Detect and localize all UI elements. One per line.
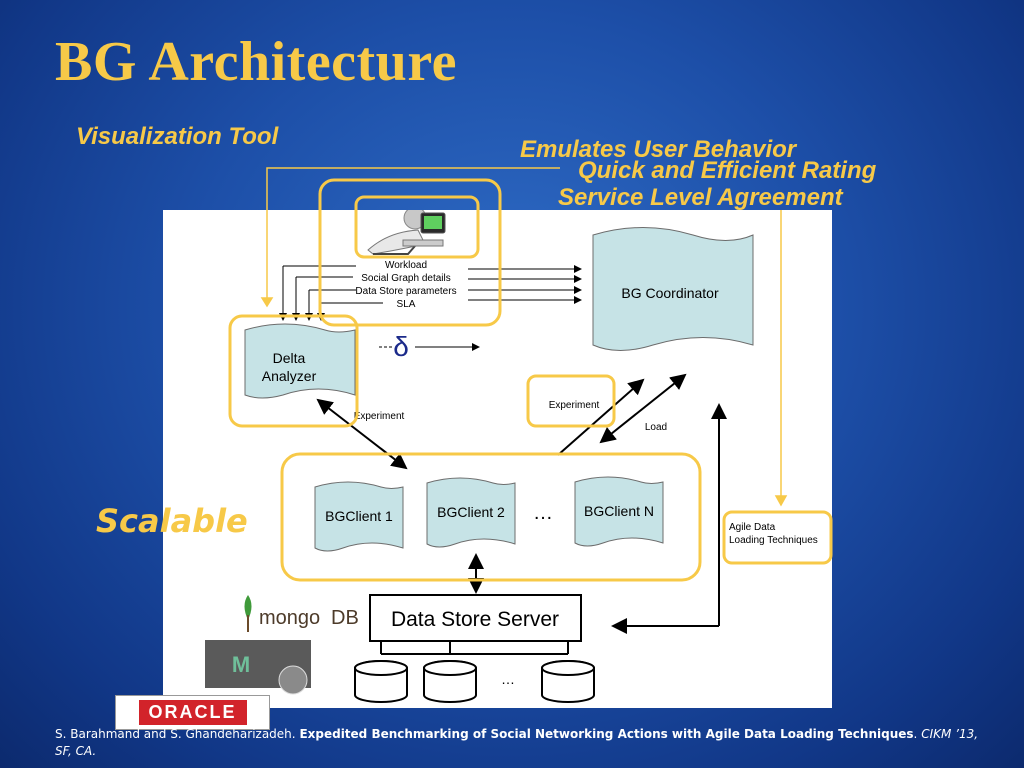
- annotation-emulates-user-behavior: Emulates User Behavior: [520, 136, 797, 163]
- slide-title: BG Architecture: [55, 31, 458, 93]
- bg-client-n-label: BGClient N: [584, 503, 654, 519]
- architecture-diagram-svg: Workload Social Graph details Data Store…: [205, 206, 818, 703]
- load-label: Load: [645, 422, 667, 433]
- oracle-logo: ORACLE: [115, 695, 270, 730]
- citation: S. Barahmand and S. Ghandeharizadeh. Exp…: [55, 727, 979, 758]
- storage-ellipsis: …: [501, 671, 515, 687]
- data-store-server-label: Data Store Server: [391, 608, 559, 631]
- agile-data-line1: Agile Data: [729, 522, 776, 533]
- input-data-store-params: Data Store parameters: [355, 286, 456, 297]
- bg-client-2: BGClient 2: [426, 477, 516, 548]
- agile-data-line2: Loading Techniques: [729, 535, 818, 546]
- user-computer-icon: [367, 206, 446, 255]
- bg-client-1: BGClient 1: [314, 481, 404, 552]
- bg-client-2-label: BGClient 2: [437, 504, 505, 520]
- clients-ellipsis: …: [533, 502, 553, 524]
- delta-symbol: δ: [393, 331, 409, 362]
- input-sla: SLA: [397, 299, 416, 310]
- memcached-logo: M: [205, 640, 311, 695]
- citation-paper-title: Expedited Benchmarking of Social Network…: [299, 727, 914, 741]
- bg-coordinator-label: BG Coordinator: [621, 285, 719, 301]
- mongodb-logo: mongo DB: [244, 595, 359, 632]
- citation-authors: S. Barahmand and S. Ghandeharizadeh.: [55, 727, 296, 741]
- architecture-diagram: Workload Social Graph details Data Store…: [163, 206, 832, 708]
- oracle-logo-text: ORACLE: [138, 700, 247, 725]
- bg-client-n: BGClient N: [574, 476, 664, 547]
- bg-coordinator-shape: [592, 227, 754, 351]
- mongodb-logo-text-b: DB: [331, 607, 359, 629]
- annotation-sla: Service Level Agreement: [558, 184, 843, 211]
- input-workload: Workload: [385, 260, 427, 271]
- annotation-quick-rating: Quick and Efficient Rating: [578, 157, 877, 184]
- input-social-graph: Social Graph details: [361, 273, 451, 284]
- memcached-logo-letter: M: [232, 652, 250, 677]
- data-store-server-box: [369, 594, 582, 642]
- annotation-visualization-tool: Visualization Tool: [76, 123, 279, 150]
- storage-cylinders: [354, 641, 595, 703]
- bg-client-1-label: BGClient 1: [325, 508, 393, 524]
- annotation-scalable: Scalable: [96, 502, 248, 540]
- mongodb-logo-text-a: mongo: [259, 607, 320, 629]
- delta-analyzer-label-line1: Delta: [273, 350, 306, 366]
- experiment-box-label: Experiment: [549, 400, 600, 411]
- citation-venue: CIKM ’13, SF, CA.: [55, 727, 979, 758]
- delta-analyzer-label-line2: Analyzer: [262, 368, 317, 384]
- experiment-arrow-label: Experiment: [354, 411, 405, 422]
